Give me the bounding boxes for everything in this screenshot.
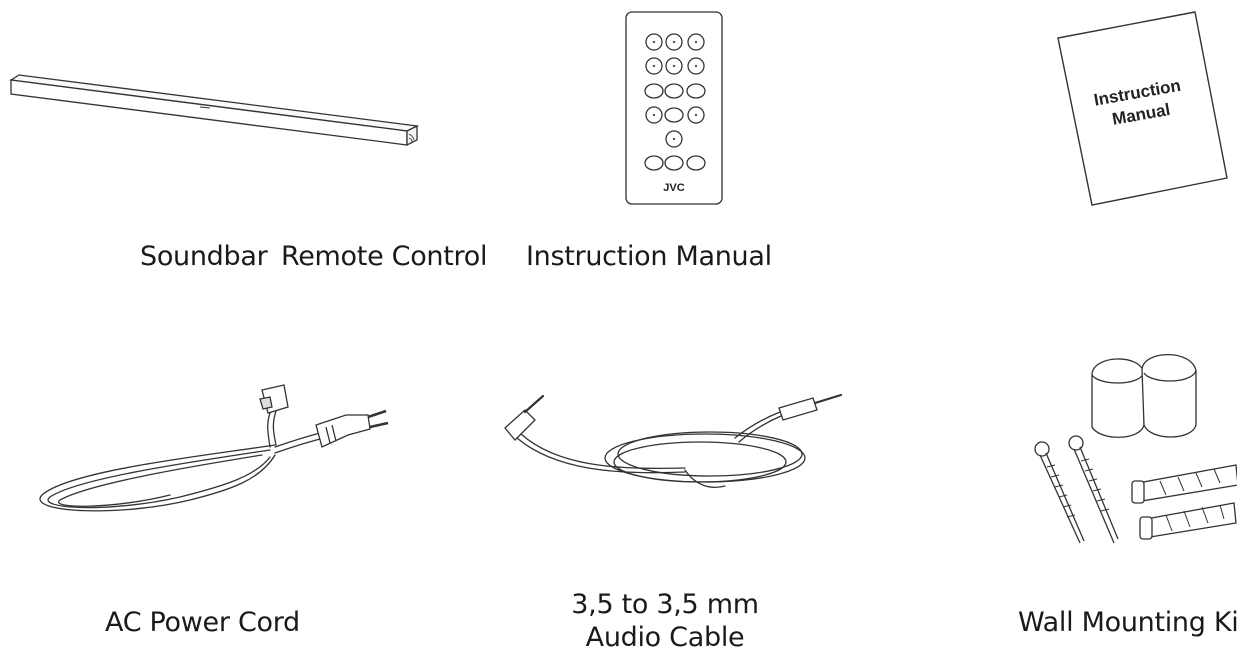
power-cord-icon <box>30 384 390 535</box>
audio-cable-icon <box>495 390 855 520</box>
remote-control-icon: JVC <box>620 8 730 208</box>
ac-power-cord-label: AC Power Cord <box>105 607 300 638</box>
wall-mounting-kit-label: Wall Mounting Kit <box>1018 606 1237 639</box>
audio-cable-label-line1: 3,5 to 3,5 mm <box>571 589 759 620</box>
instruction-manual-label: Instruction Manual <box>526 241 772 272</box>
audio-cable-label-line2: Audio Cable <box>585 622 745 653</box>
soundbar-icon <box>5 70 425 147</box>
manual-booklet-icon: Instruction Manual <box>1055 8 1235 208</box>
audio-cable-label: 3,5 to 3,5 mm Audio Cable <box>560 588 770 654</box>
wall-mounting-kit-label-text: Wall Mounting Kit <box>1018 607 1237 638</box>
wall-mount-kit-icon <box>1020 345 1237 545</box>
soundbar-label: Soundbar <box>140 241 268 272</box>
remote-brand-text: JVC <box>663 182 684 194</box>
remote-control-label: Remote Control <box>281 241 488 272</box>
